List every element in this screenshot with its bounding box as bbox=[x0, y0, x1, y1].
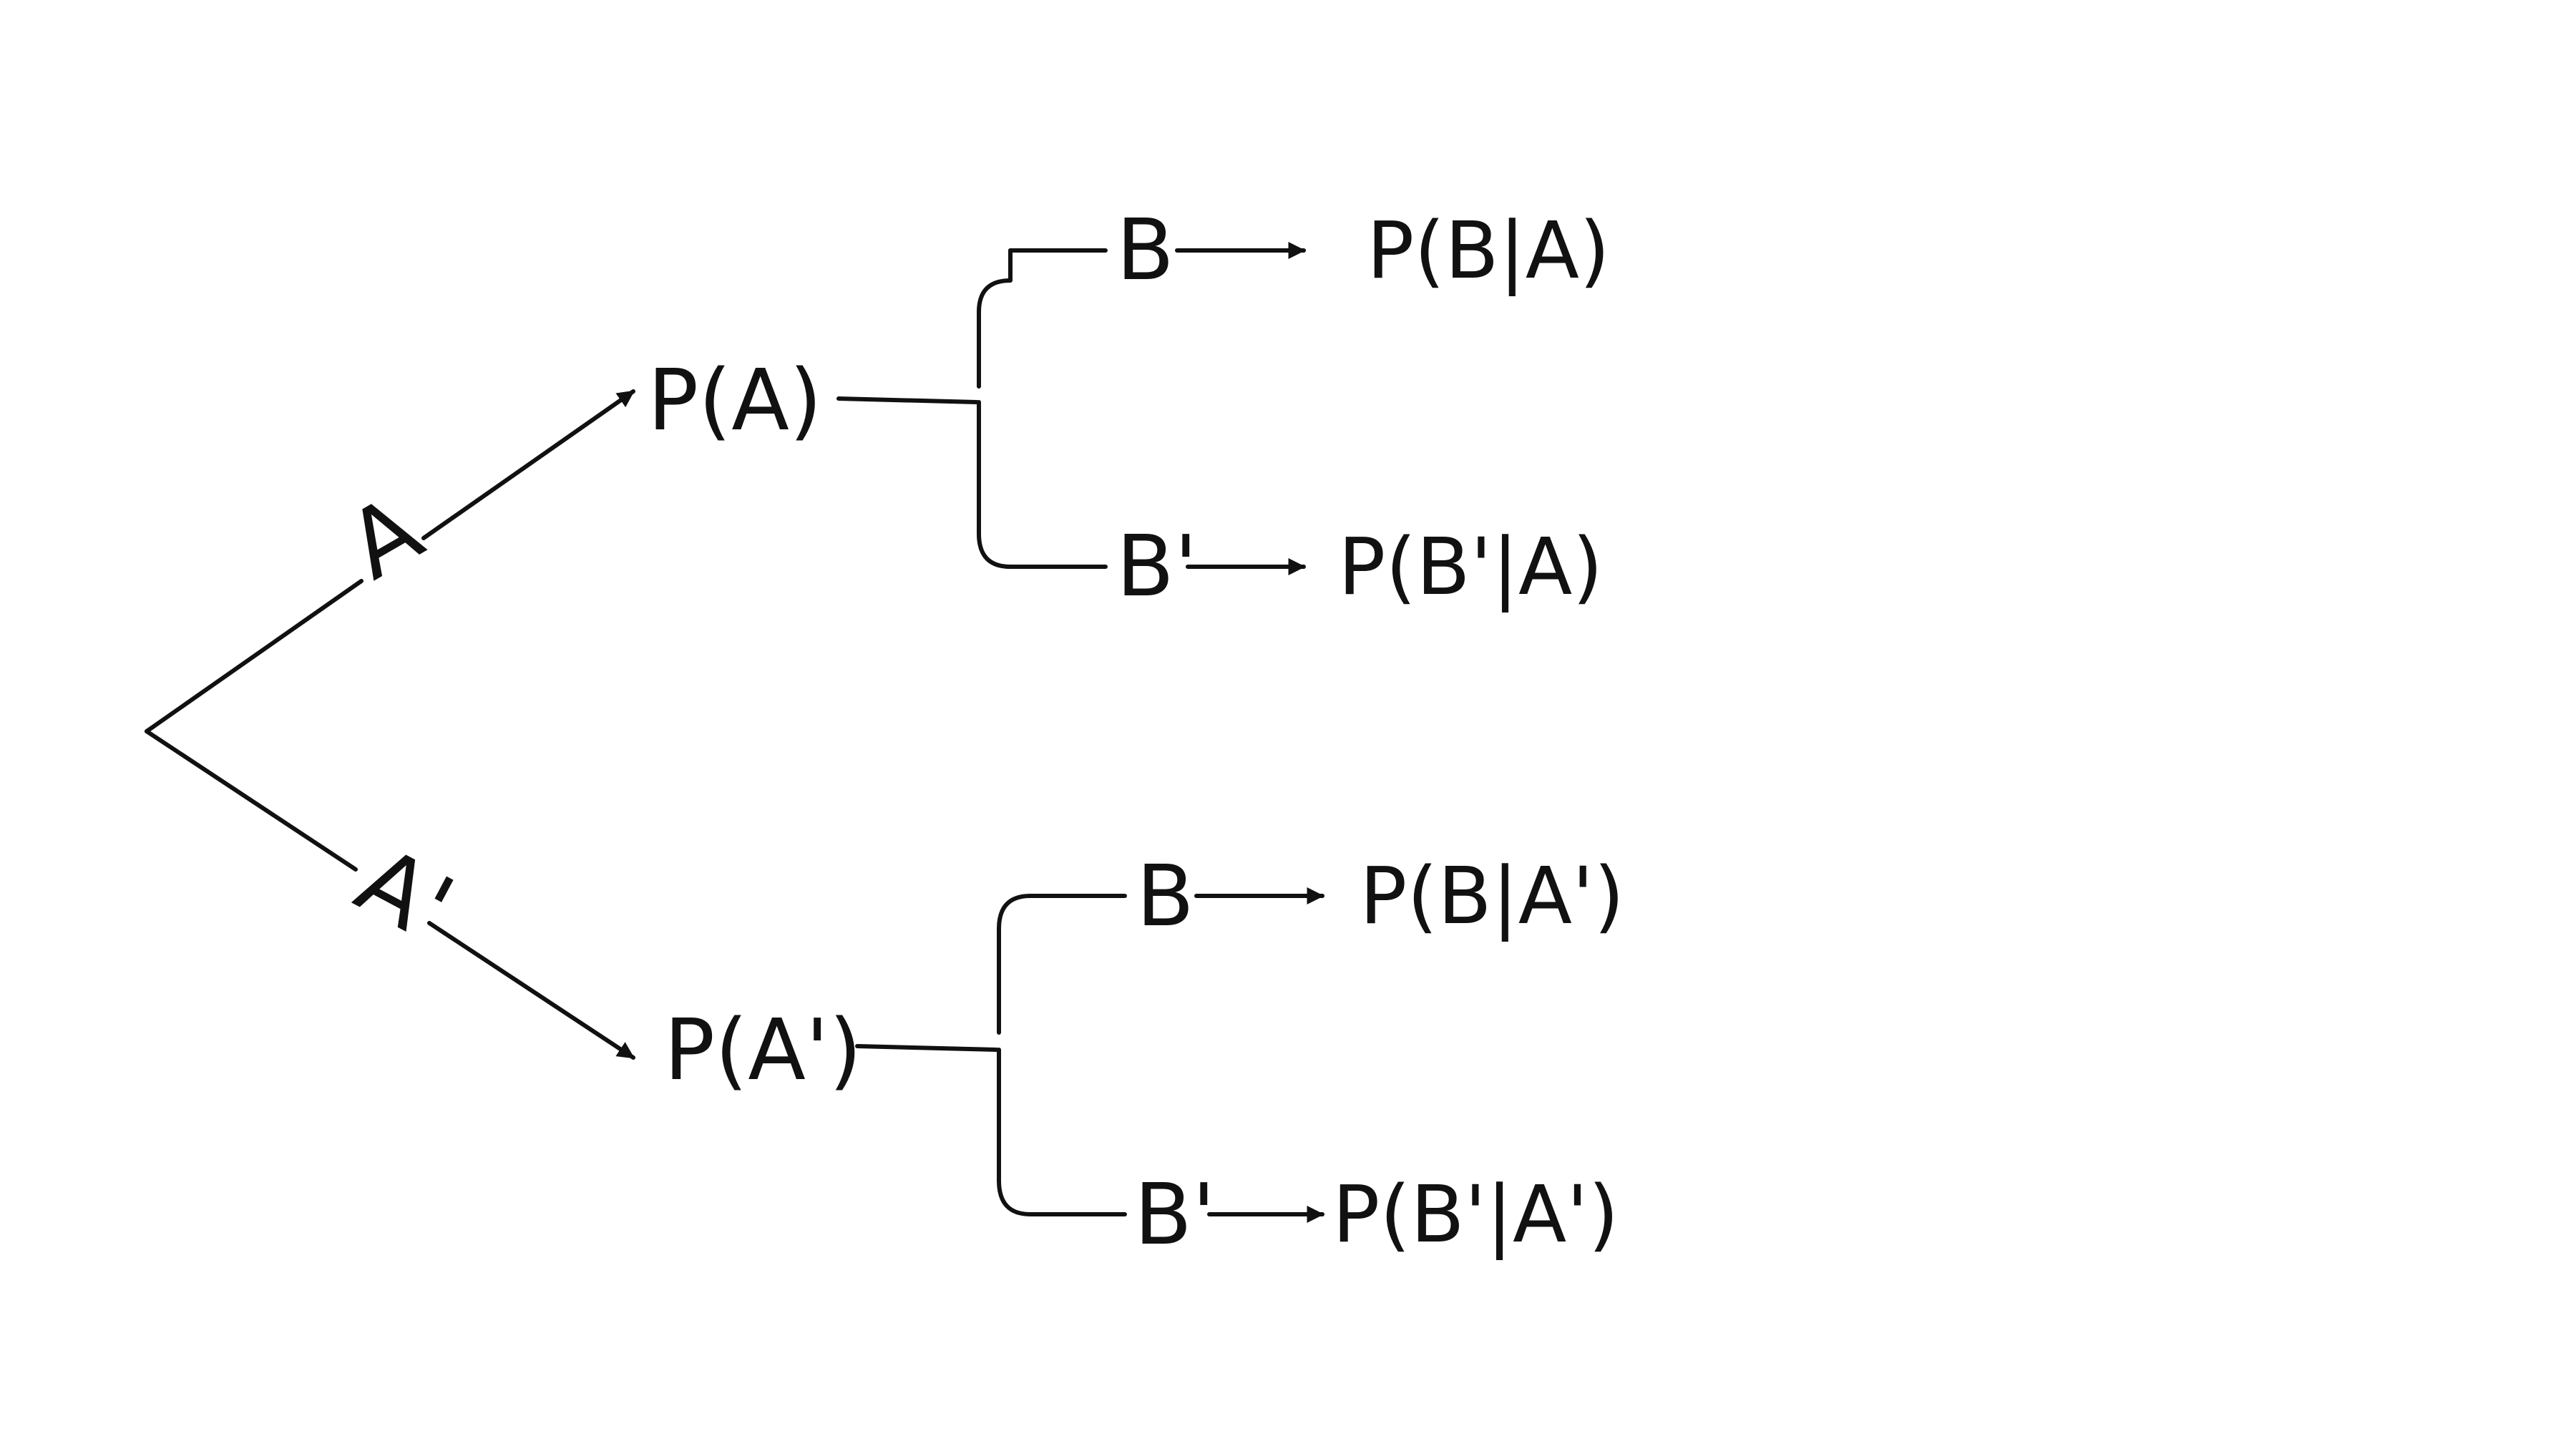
edge-pa-to-split bbox=[836, 396, 979, 404]
edge-root-to-a-prime bbox=[145, 729, 358, 872]
conditional-b-prime-given-a-prime: P(B'|A') bbox=[1332, 1169, 1619, 1261]
outcome-b-lower: B bbox=[1136, 847, 1194, 945]
conditional-b-given-a: P(B|A) bbox=[1367, 205, 1610, 297]
outcome-b-upper: B bbox=[1116, 200, 1174, 299]
split-bracket-lower bbox=[997, 894, 1127, 1216]
branch-label-a-prime: A' bbox=[340, 826, 469, 964]
probability-label-a-prime: P(A') bbox=[664, 1000, 862, 1099]
split-bracket-upper bbox=[977, 248, 1108, 569]
edge-root-to-a bbox=[145, 579, 364, 733]
edge-pa-prime-to-split bbox=[855, 1044, 999, 1052]
edge-a-prime-to-pa-prime-arrow bbox=[427, 921, 635, 1060]
outcome-b-prime-upper: B' bbox=[1116, 517, 1197, 615]
edge-a-to-pa-arrow bbox=[421, 389, 635, 540]
conditional-b-given-a-prime: P(B|A') bbox=[1360, 850, 1624, 942]
conditional-b-prime-given-a: P(B'|A) bbox=[1338, 521, 1603, 613]
outcome-b-prime-lower: B' bbox=[1134, 1165, 1215, 1264]
probability-label-a: P(A) bbox=[648, 351, 822, 449]
